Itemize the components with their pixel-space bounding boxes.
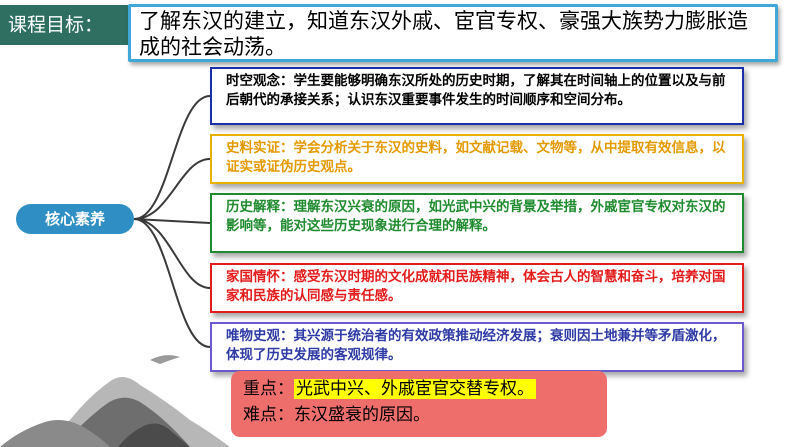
key-point-row: 重点：光武中兴、外戚宦官交替专权。 bbox=[243, 376, 595, 402]
card-patriotism: 家国情怀：感受东汉时期的文化成就和民族精神，体会古人的智慧和奋斗，培养对国家和民… bbox=[210, 263, 744, 313]
difficult-point-text: 东汉盛衰的原因。 bbox=[294, 405, 430, 425]
connector-1 bbox=[134, 96, 210, 219]
difficult-point-label: 难点： bbox=[243, 405, 294, 425]
key-point-label: 重点： bbox=[243, 379, 294, 399]
difficult-point-row: 难点：东汉盛衰的原因。 bbox=[243, 402, 595, 428]
connector-5 bbox=[134, 219, 210, 347]
card-materialism: 唯物史观：其兴源于统治者的有效政策推动经济发展；衰则因土地兼并等矛盾激化，体现了… bbox=[210, 322, 744, 372]
connector-4 bbox=[134, 219, 210, 288]
key-points-box: 重点：光武中兴、外戚宦官交替专权。 难点：东汉盛衰的原因。 bbox=[231, 371, 607, 437]
ink-mountain-decoration bbox=[0, 355, 230, 447]
card-historical-interpretation: 历史解释：理解东汉兴衰的原因，如光武中兴的背景及举措，外戚宦官专权对东汉的影响等… bbox=[210, 193, 744, 253]
connector-2 bbox=[134, 159, 210, 219]
core-literacy-node: 核心素养 bbox=[16, 204, 134, 234]
card-historical-evidence: 史料实证：学会分析关于东汉的史料，如文献记载、文物等，从中提取有效信息，以证实或… bbox=[210, 134, 744, 184]
card-spatiotemporal: 时空观念：学生要能够明确东汉所处的历史时期，了解其在时间轴上的位置以及与前后朝代… bbox=[210, 67, 744, 125]
key-point-text: 光武中兴、外戚宦官交替专权。 bbox=[294, 379, 536, 399]
